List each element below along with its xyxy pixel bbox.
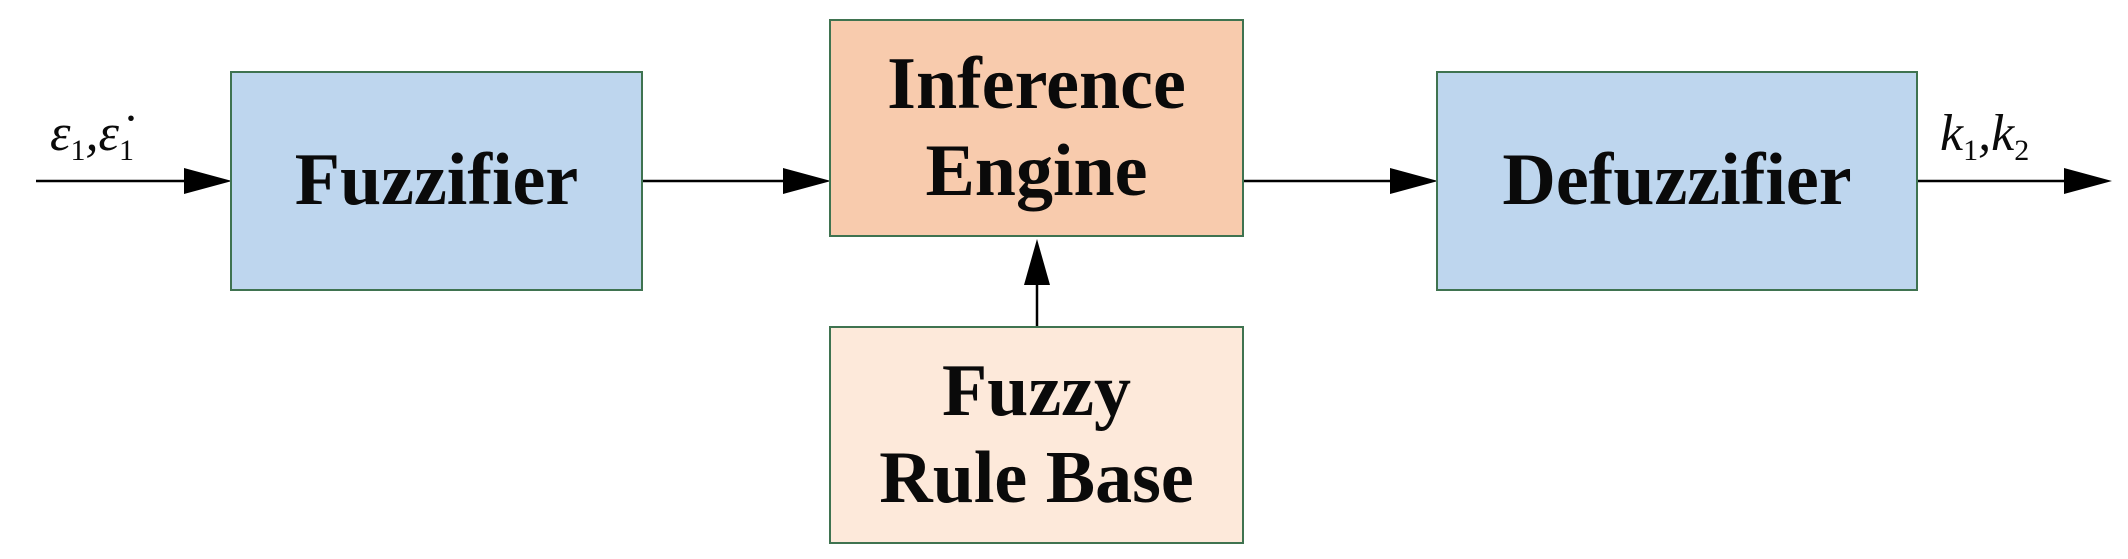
input-signal-label: ε1,ε̇1 [50,104,134,168]
output-signal-label: k1,k2 [1940,104,2029,168]
arrow-engine-to-defuzzifier [1244,168,1438,194]
arrow-rulebase-to-engine [1024,239,1050,326]
fuzzy-rule-base-block: Fuzzy Rule Base [829,326,1244,544]
epsilon-symbol: ε [50,105,71,162]
defuzzifier-label: Defuzzifier [1502,139,1852,222]
k1-subscript: 1 [1963,134,1979,167]
epsilon-dot-subscript: 1 [119,134,134,167]
fuzzy-rule-base-label: Fuzzy Rule Base [879,349,1194,519]
fuzzifier-block: Fuzzifier [230,71,643,291]
input-separator: , [85,105,99,162]
arrow-fuzzifier-to-engine [643,168,831,194]
output-separator: , [1978,105,1992,162]
arrow-input-to-fuzzifier [36,168,232,194]
defuzzifier-block: Defuzzifier [1436,71,1918,291]
inference-engine-block: Inference Engine [829,19,1244,237]
epsilon-dot-symbol: ε̇ [98,105,120,162]
inference-engine-label: Inference Engine [887,42,1186,212]
arrow-defuzzifier-to-output [1918,168,2112,194]
k1-symbol: k [1940,105,1964,162]
fuzzifier-label: Fuzzifier [294,139,579,222]
epsilon-subscript: 1 [70,134,86,167]
k2-subscript: 2 [2014,134,2030,167]
k2-symbol: k [1991,105,2015,162]
